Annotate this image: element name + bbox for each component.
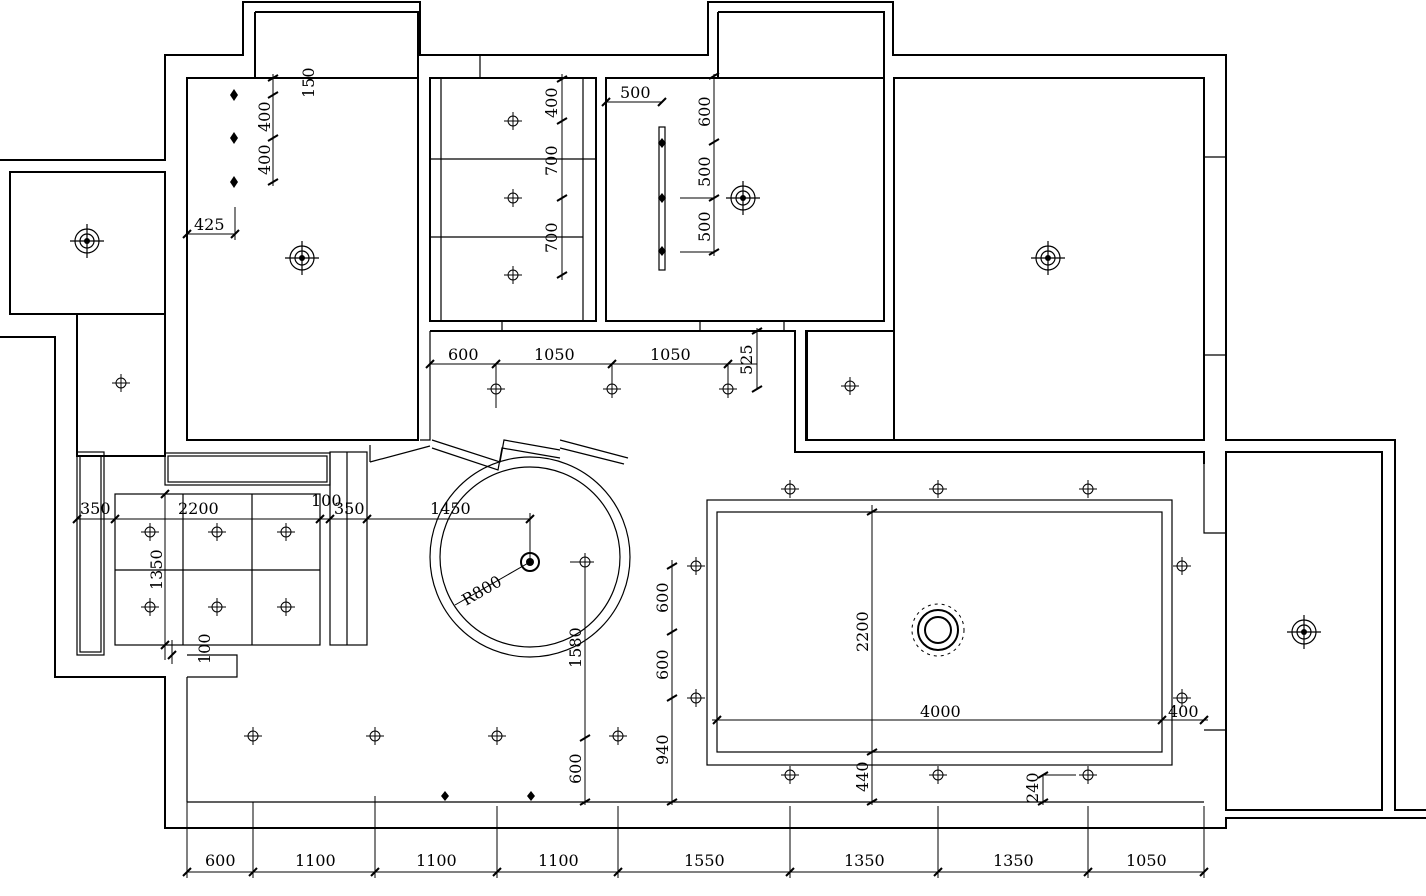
dim-100: 100	[195, 633, 214, 664]
dim-525: 525	[737, 344, 756, 375]
dim-bottom: 1350	[993, 851, 1034, 870]
dim-700: 700	[542, 222, 561, 253]
hall-left	[76, 313, 166, 457]
dim-bottom: 1050	[1126, 851, 1167, 870]
dim-4000: 4000	[920, 702, 961, 721]
dim-440: 440	[853, 761, 872, 792]
room-mid-right	[605, 77, 885, 322]
dim-1050: 1050	[650, 345, 691, 364]
dim-350: 350	[80, 499, 111, 518]
dim-600: 600	[653, 649, 672, 680]
dim-500: 500	[695, 156, 714, 187]
dim-500: 500	[695, 211, 714, 242]
dim-600: 600	[566, 753, 585, 784]
dim-600: 600	[653, 582, 672, 613]
bedroom-left	[186, 77, 419, 441]
dim-150: 150	[299, 67, 318, 98]
dim-400: 400	[1168, 702, 1199, 721]
dim-1050: 1050	[534, 345, 575, 364]
dim-600: 600	[448, 345, 479, 364]
dim-r800: R800	[459, 572, 505, 610]
dim-1350: 1350	[147, 549, 166, 590]
dim-350: 350	[334, 499, 365, 518]
tray-ceiling	[706, 499, 1173, 766]
dim-940: 940	[653, 734, 672, 765]
dim-bottom: 600	[205, 851, 236, 870]
bedroom-right	[893, 77, 1205, 441]
ceiling-lamp-icon	[70, 181, 1321, 649]
dimension-labels: 150 400 400 425 400 700 700 500 600 500 …	[80, 67, 1199, 870]
dim-bottom: 1100	[295, 851, 336, 870]
dim-bottom: 1100	[416, 851, 457, 870]
dimension-lines	[72, 72, 1209, 878]
downlight-icon	[112, 112, 1191, 784]
dim-bottom: 1350	[844, 851, 885, 870]
dim-1450: 1450	[430, 499, 471, 518]
dim-425: 425	[194, 215, 225, 234]
spotlight-icon	[230, 89, 666, 801]
dim-bottom: 1550	[684, 851, 725, 870]
dim-2200: 2200	[853, 611, 872, 652]
dim-bottom: 1100	[538, 851, 579, 870]
dim-400: 400	[255, 144, 274, 175]
dim-240: 240	[1023, 772, 1042, 803]
dim-700: 700	[542, 145, 561, 176]
dim-400: 400	[255, 101, 274, 132]
dim-2200: 2200	[178, 499, 219, 518]
right-side-room	[1225, 451, 1383, 811]
dim-100: 100	[311, 491, 342, 510]
rooms	[9, 55, 1383, 811]
dim-600: 600	[695, 96, 714, 127]
round-ceiling	[429, 456, 631, 658]
chandelier-icon	[520, 552, 965, 657]
dim-400: 400	[542, 87, 561, 118]
dim-1580: 1580	[566, 627, 585, 668]
dim-500: 500	[620, 83, 651, 102]
room-mid-left	[429, 77, 597, 322]
